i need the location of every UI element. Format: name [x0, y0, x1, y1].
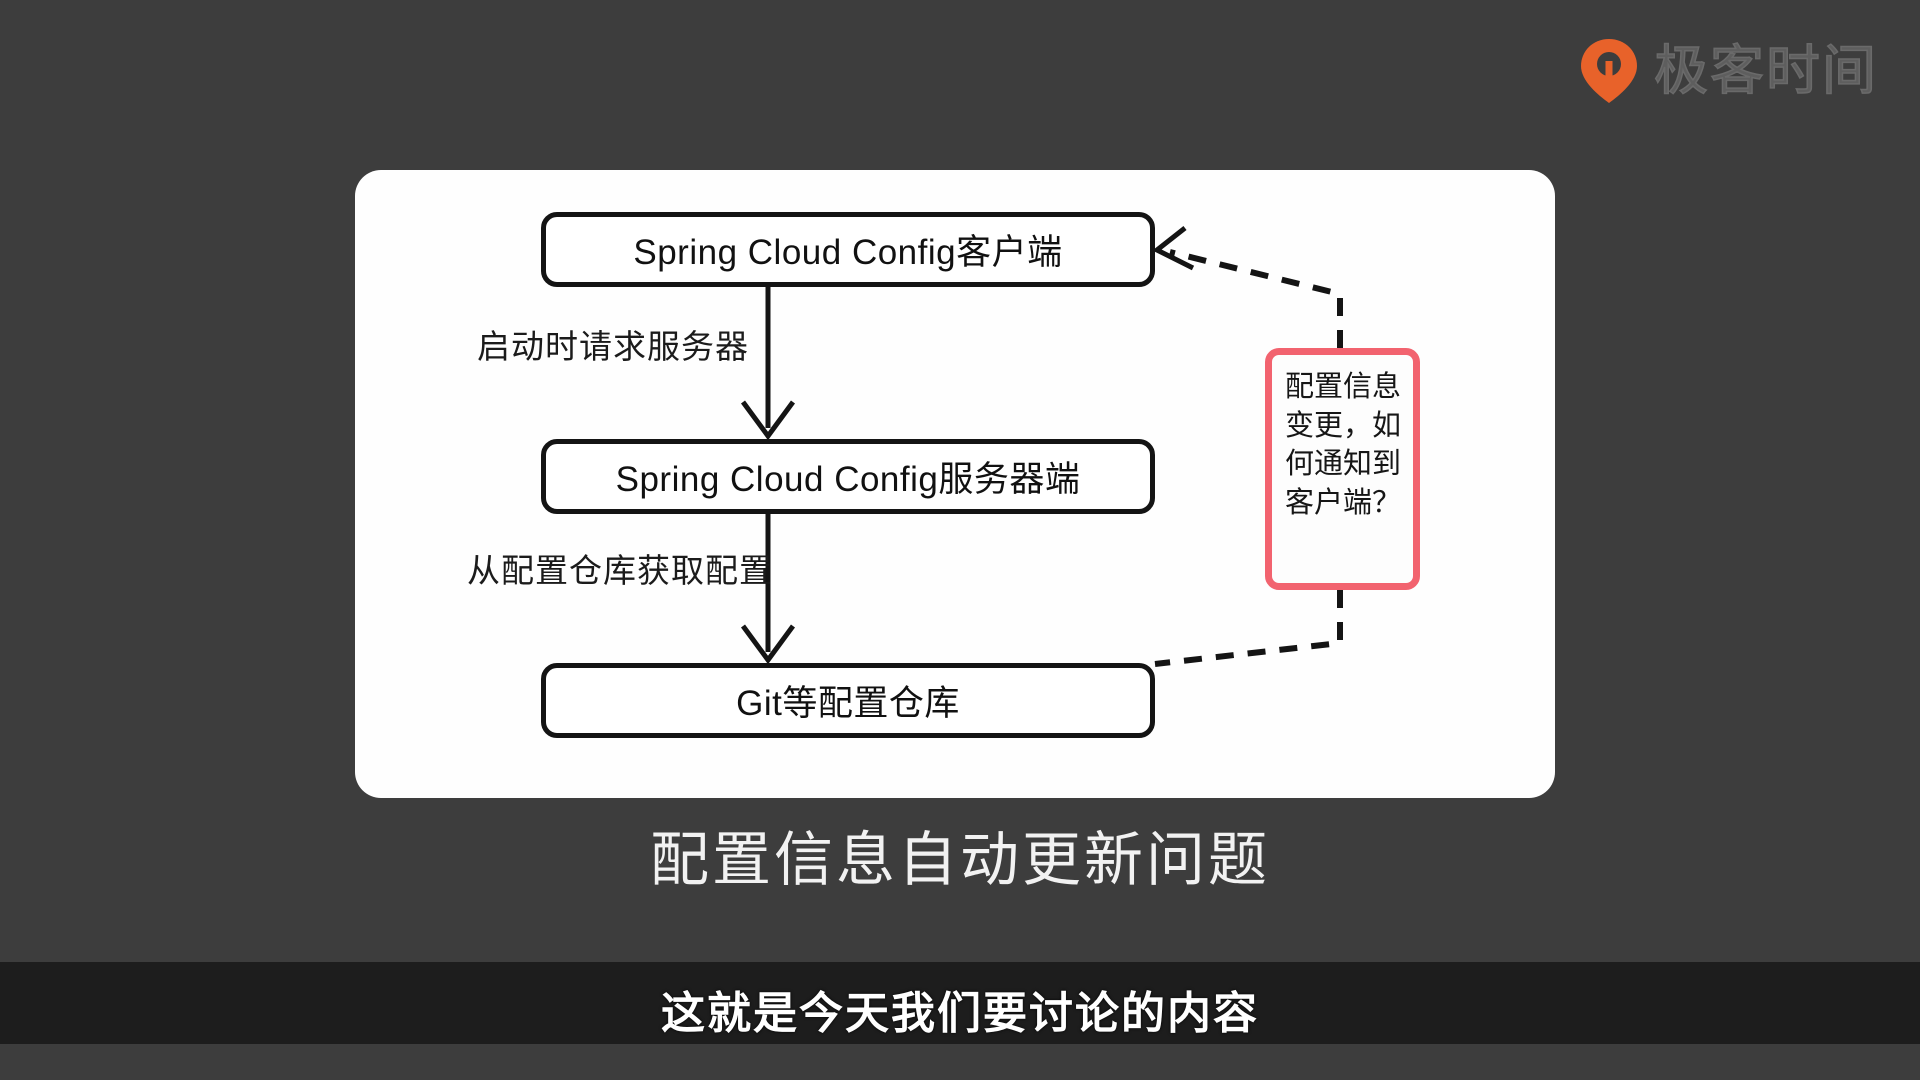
subtitle-band	[0, 962, 1920, 1044]
flow-box-config-server: Spring Cloud Config服务器端	[541, 439, 1155, 514]
slide-panel: Spring Cloud Config客户端 Spring Cloud Conf…	[355, 170, 1555, 798]
subtitle-caption: 这就是今天我们要讨论的内容	[661, 988, 1259, 1039]
flow-box-label: Spring Cloud Config客户端	[633, 233, 1063, 272]
location-pin-icon	[1578, 37, 1640, 105]
brand-name: 极客时间	[1653, 39, 1878, 102]
brand-logo: 极客时间	[1578, 34, 1878, 108]
slide-title: 配置信息自动更新问题	[649, 825, 1270, 894]
arrow-label-startup-request: 启动时请求服务器	[477, 327, 749, 366]
flow-box-config-client: Spring Cloud Config客户端	[541, 212, 1155, 287]
arrow-label-fetch-from-repo: 从配置仓库获取配置	[467, 551, 773, 590]
flow-box-label: Git等配置仓库	[736, 684, 960, 723]
flow-box-label: Spring Cloud Config服务器端	[615, 460, 1081, 499]
callout-question-text: 配置信息变更，如何通知到客户端？	[1285, 369, 1402, 519]
callout-question-box: 配置信息变更，如何通知到客户端？	[1265, 348, 1420, 590]
flow-box-config-repository: Git等配置仓库	[541, 663, 1155, 738]
config-flow-diagram: Spring Cloud Config客户端 Spring Cloud Conf…	[355, 170, 1555, 798]
